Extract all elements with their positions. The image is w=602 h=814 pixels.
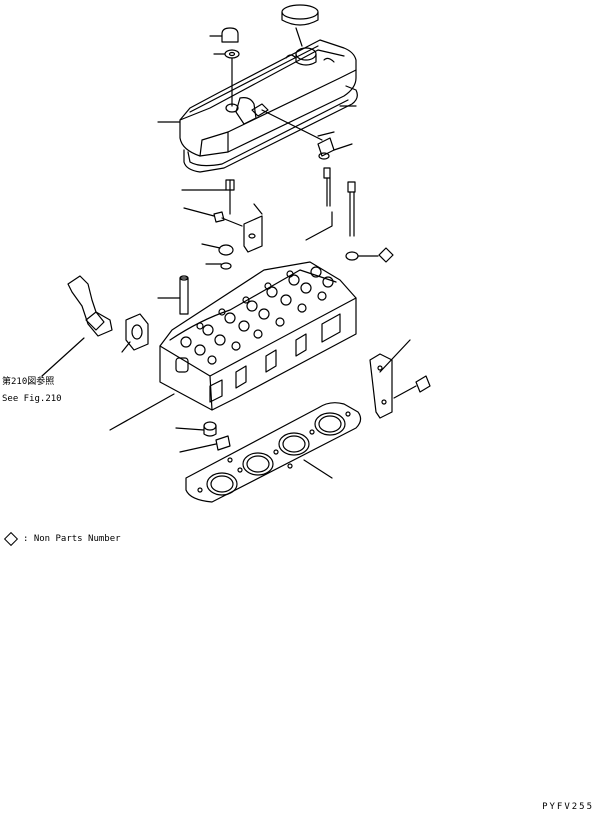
rubber-cap [209,27,239,43]
bracket-bolt [393,375,431,399]
water-outlet-pipe [41,275,113,377]
water-outlet-gasket [121,313,149,353]
reference-label-jp: 第210図参照 [2,377,55,387]
non-parts-diamond-callout [345,247,394,263]
oil-filler-cap [281,4,319,47]
dowel-pin [157,275,189,315]
lifting-bracket [369,339,411,419]
washer-pair [201,243,234,270]
cylinder-head [109,261,357,431]
injector-clamp [243,203,263,253]
seal-washer [213,49,240,107]
reference-label-en: See Fig.210 [2,394,62,404]
stud-bolt-long [305,167,333,241]
diamond-icon [3,531,19,547]
figure-code: PYFV255 [542,802,594,812]
plug-nut [179,435,231,453]
head-cover-gasket [183,85,358,173]
breather-fitting [251,103,353,160]
cylinder-head-gasket [185,402,362,503]
legend-text: : Non Parts Number [23,534,121,544]
cover-bolt [181,179,235,215]
valve-springs [180,266,334,365]
stud-bolt-tall [347,181,356,237]
clamp-bolt [183,207,243,227]
cylinder-head-cover [157,39,357,157]
legend: : Non Parts Number [2,531,121,547]
plug-lower [175,421,217,437]
